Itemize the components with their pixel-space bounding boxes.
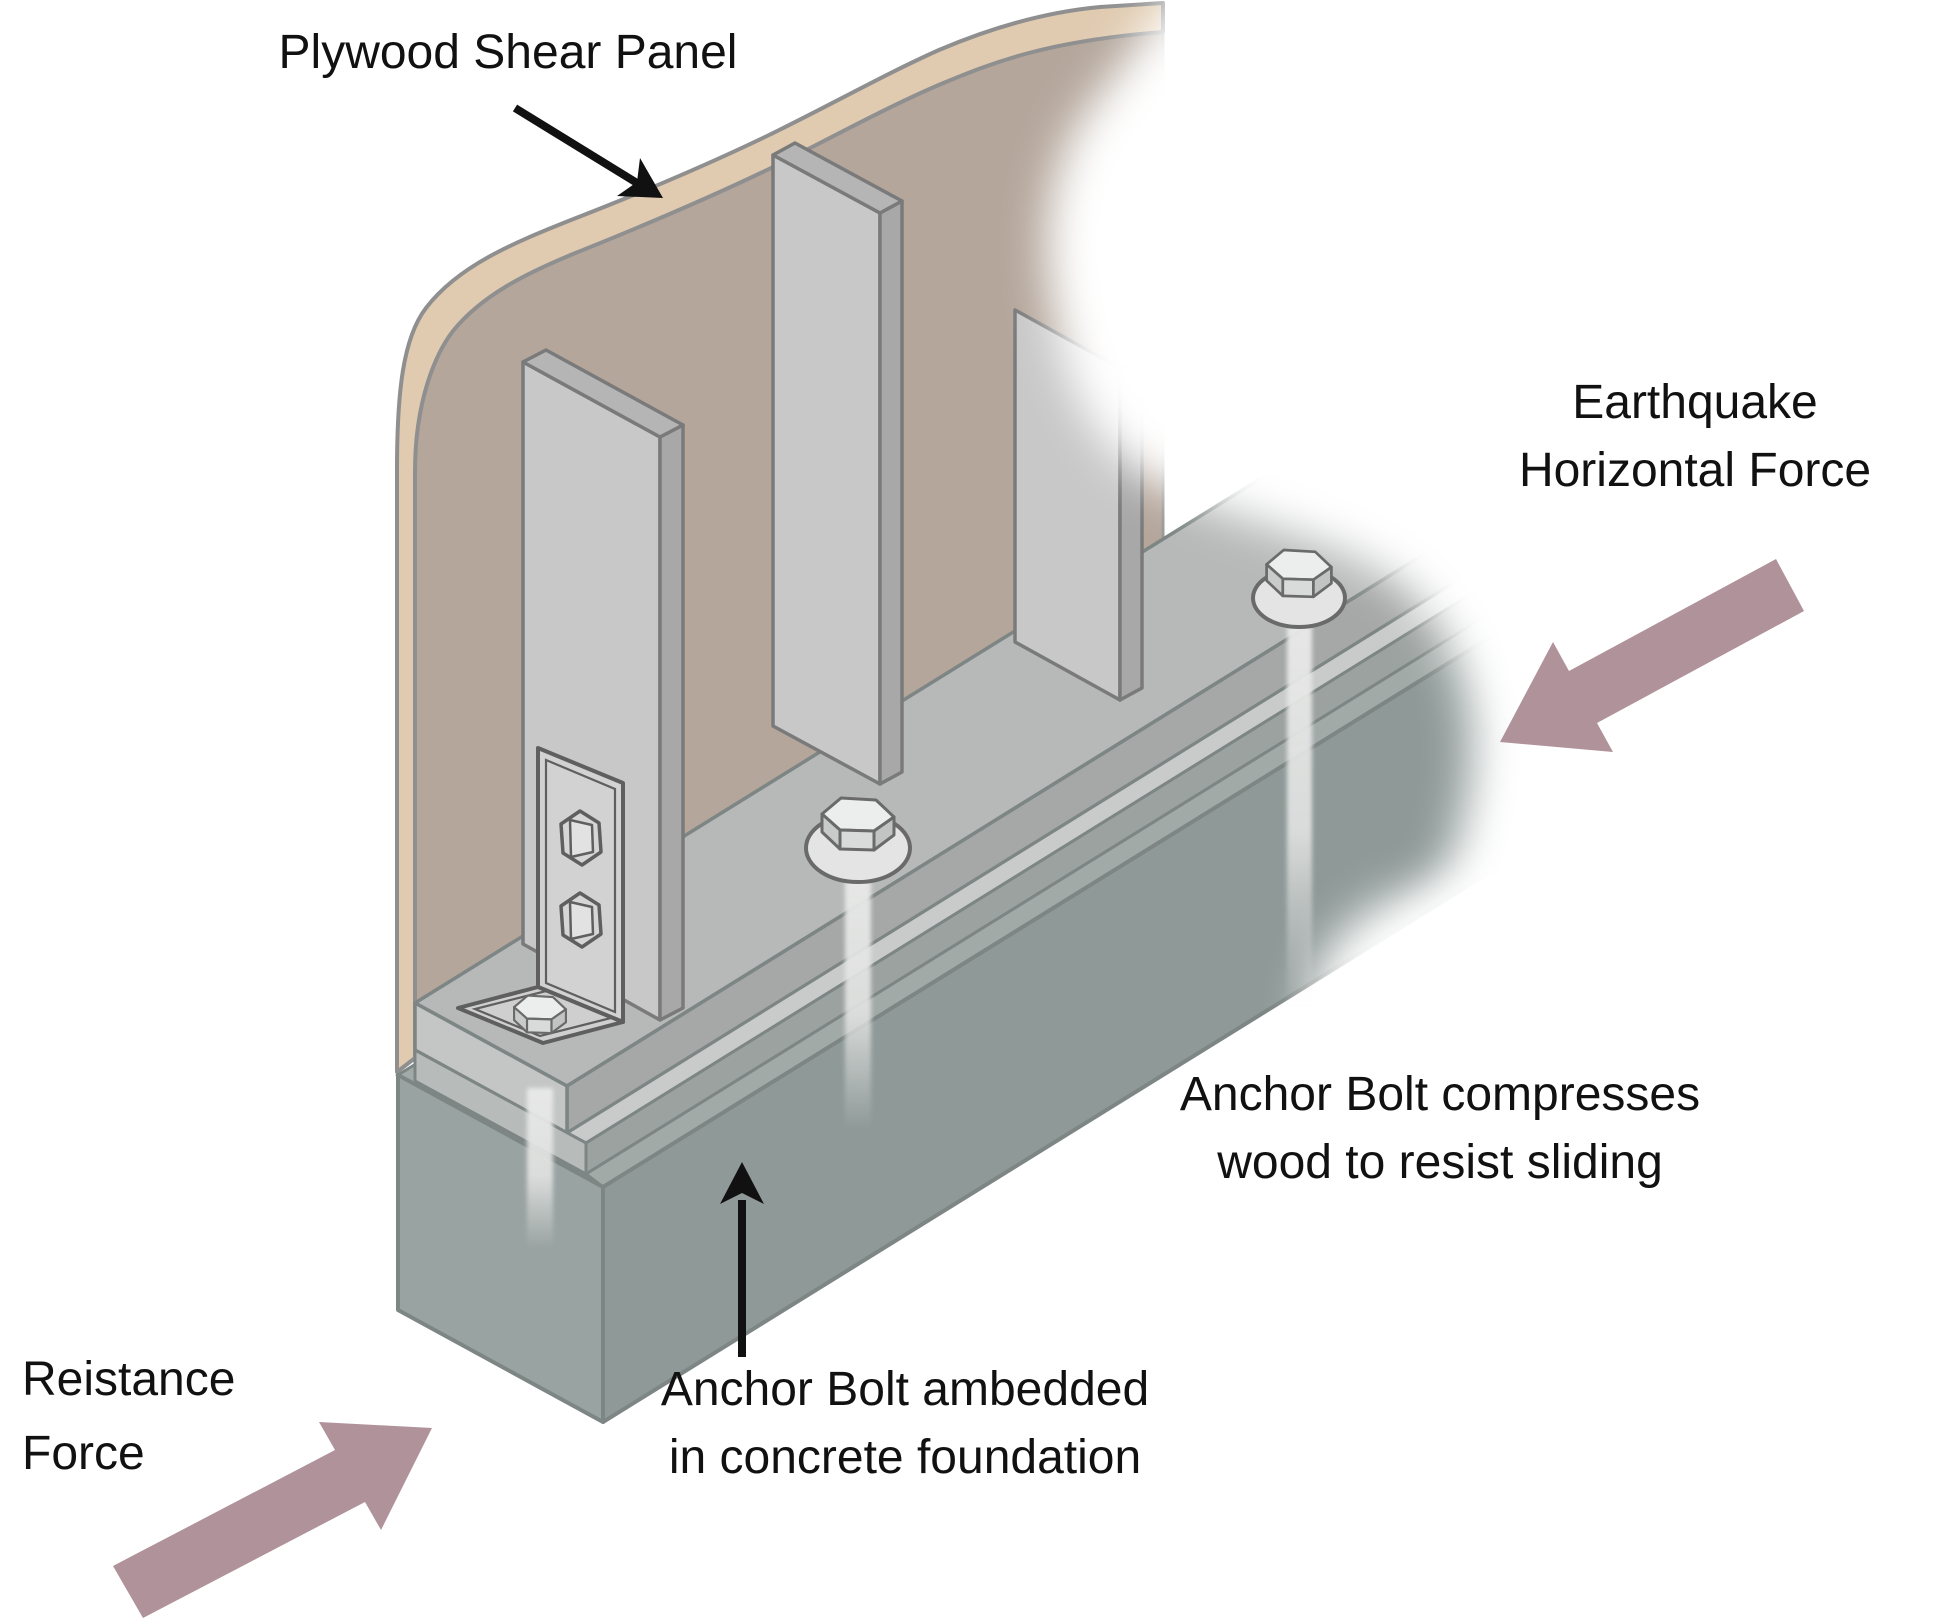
resistance-force-label-line2: Force	[22, 1427, 145, 1480]
stud-top	[521, 348, 685, 439]
annotation-arrows	[512, 104, 764, 1357]
fog-overlay	[1047, 0, 1939, 1170]
text-labels: Plywood Shear Panel Earthquake Horizonta…	[22, 26, 1871, 1484]
anchor-compress-label-line2: wood to resist sliding	[1216, 1136, 1663, 1189]
bracket-bolt-lower-icon	[559, 891, 603, 949]
hex-bolt-head-icon	[1265, 548, 1333, 599]
anchor-compress-label-line1: Anchor Bolt compresses	[1180, 1068, 1700, 1121]
fog-blob	[1310, 880, 1650, 1140]
anchor-bolt-shafts	[527, 868, 871, 1248]
plywood-panel-label: Plywood Shear Panel	[279, 26, 738, 79]
earthquake-force-label-line1: Earthquake	[1572, 376, 1818, 429]
anchor-embedded-label-line2: in concrete foundation	[669, 1431, 1141, 1484]
resistance-force-arrow-icon	[113, 1422, 432, 1618]
anchor-embedded-label-line1: Anchor Bolt ambedded	[661, 1363, 1149, 1416]
anchor-embedded-arrow-icon	[720, 1162, 764, 1357]
bracket-vertical-inner-line	[544, 758, 617, 1014]
anchor-bolt-shaft-left	[527, 1088, 553, 1248]
hold-down-bracket	[456, 746, 625, 1045]
stud-face	[771, 153, 882, 786]
stud-side	[878, 199, 904, 786]
fog-shape	[1047, 0, 1939, 1170]
anchor-bolt-shaft-right	[1287, 616, 1312, 1006]
stud-top	[771, 141, 904, 215]
bracket-base-inner-line	[471, 989, 615, 1038]
anchor-bolt-right	[1251, 548, 1347, 1006]
bracket-base-bolt-icon	[513, 994, 567, 1035]
plywood-label-arrow-icon	[512, 104, 663, 198]
bracket-vertical-plate	[536, 746, 625, 1024]
stud-side	[658, 423, 685, 1022]
anchor-bolt-shaft-middle	[845, 868, 871, 1128]
stud-middle	[771, 141, 904, 786]
bracket-bolt-upper-icon	[559, 809, 603, 867]
force-arrows	[113, 559, 1804, 1618]
earthquake-force-arrow-icon	[1500, 559, 1804, 752]
anchor-bolt-middle	[804, 796, 912, 884]
hex-bolt-head-icon	[820, 796, 896, 852]
earthquake-force-label-line2: Horizontal Force	[1519, 444, 1871, 497]
resistance-force-label-line1: Reistance	[22, 1353, 235, 1406]
